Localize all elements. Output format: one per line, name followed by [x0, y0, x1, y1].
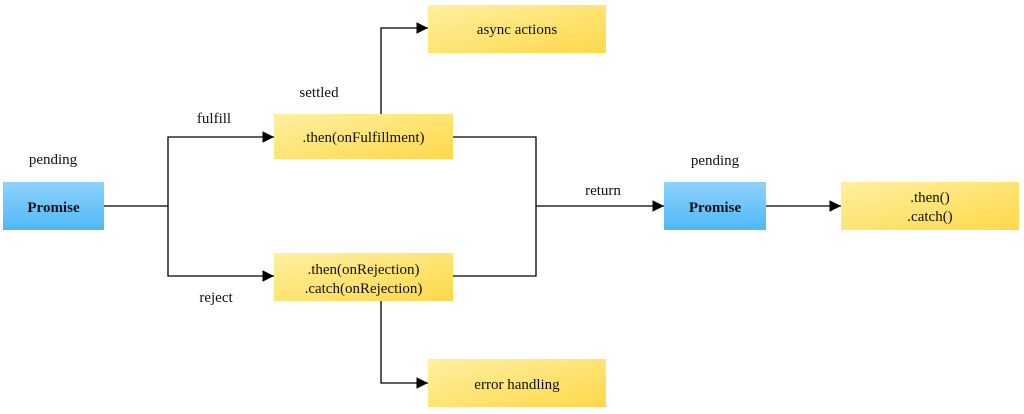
error-handling-label: error handling — [474, 377, 560, 393]
edge-fulfill-return — [453, 136, 537, 206]
async-actions-label: async actions — [477, 22, 558, 38]
node-error-handling: error handling — [428, 359, 606, 407]
promise-end-box — [664, 182, 766, 230]
pending-label-right: pending — [691, 153, 740, 169]
node-async-actions: async actions — [428, 5, 606, 53]
node-promise-end: Promise — [664, 182, 766, 230]
node-then-fulfillment: .then(onFulfillment) — [274, 114, 453, 159]
edge-error-handling — [380, 300, 428, 389]
promise-end-label: Promise — [689, 200, 742, 216]
then-rejection-label-line-1: .then(onRejection) — [307, 262, 419, 278]
then-label: .then() — [910, 190, 950, 206]
async-actions-box — [428, 5, 606, 53]
promise-start-box — [3, 182, 104, 230]
reject-label: reject — [199, 290, 233, 306]
return-label: return — [585, 183, 621, 199]
edge-reject-return — [453, 206, 537, 277]
node-then-rejection: .then(onRejection) .catch(onRejection) — [274, 253, 453, 301]
edge-fulfill — [167, 131, 274, 206]
catch-rejection-label-line-2: .catch(onRejection) — [305, 281, 423, 297]
then-catch-box — [841, 182, 1019, 230]
edges — [104, 22, 841, 389]
node-promise-start: Promise — [3, 182, 104, 230]
settled-label: settled — [299, 85, 339, 101]
error-handling-box — [428, 359, 606, 407]
edge-async-actions — [380, 22, 428, 114]
then-fulfillment-label: .then(onFulfillment) — [302, 130, 424, 146]
then-rejection-box — [274, 253, 453, 301]
pending-label-left: pending — [29, 152, 78, 168]
fulfill-label: fulfill — [197, 111, 231, 127]
catch-label: .catch() — [907, 209, 952, 225]
edge-reject — [167, 206, 274, 282]
node-then-catch: .then() .catch() — [841, 182, 1019, 230]
then-fulfillment-box — [274, 114, 453, 159]
promise-start-label: Promise — [27, 200, 80, 216]
